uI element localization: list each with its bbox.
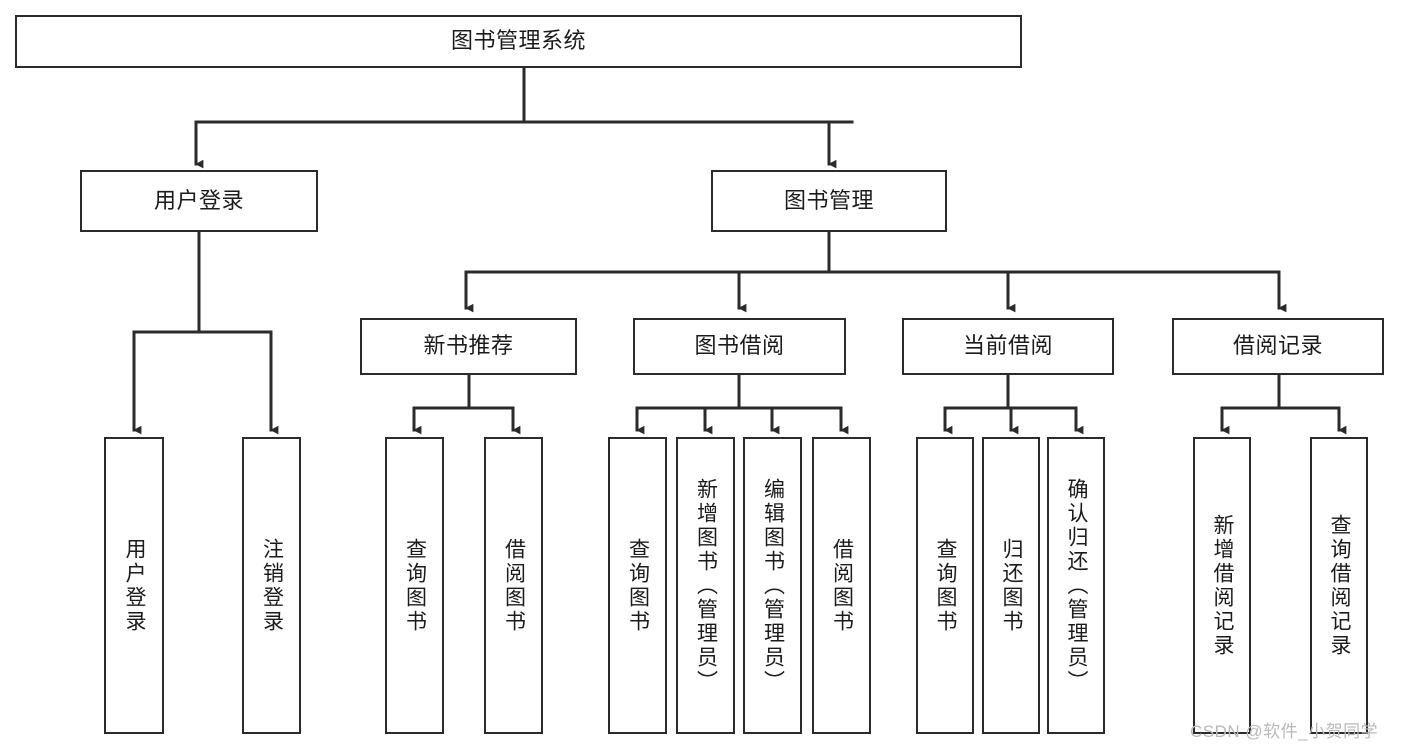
leaf-edit-book-admin[interactable]: 编辑图书（管理员） xyxy=(743,437,802,734)
node-current-borrow-label: 当前借阅 xyxy=(962,333,1053,359)
leaf-return-book-label: 归还图书 xyxy=(1000,537,1024,634)
leaf-user-login[interactable]: 用户登录 xyxy=(104,437,164,734)
leaf-query-borrow-record-label: 查询借阅记录 xyxy=(1328,513,1352,658)
leaf-add-borrow-record[interactable]: 新增借阅记录 xyxy=(1193,437,1251,734)
leaf-borrow-book-recommend-label: 借阅图书 xyxy=(502,537,526,634)
leaf-borrow-book-label: 借阅图书 xyxy=(830,537,854,634)
leaf-borrow-book[interactable]: 借阅图书 xyxy=(812,437,871,734)
leaf-add-borrow-record-label: 新增借阅记录 xyxy=(1211,513,1235,658)
leaf-logout-label: 注销登录 xyxy=(260,537,284,634)
leaf-add-book-admin[interactable]: 新增图书（管理员） xyxy=(676,437,735,734)
leaf-query-book-borrow-label: 查询图书 xyxy=(626,537,650,634)
node-user-login-label: 用户登录 xyxy=(153,187,244,213)
leaf-edit-book-admin-label: 编辑图书（管理员） xyxy=(761,477,785,694)
node-book-management[interactable]: 图书管理 xyxy=(711,170,947,232)
node-root-label: 图书管理系统 xyxy=(450,28,586,54)
node-current-borrow[interactable]: 当前借阅 xyxy=(902,318,1114,375)
node-borrow-records[interactable]: 借阅记录 xyxy=(1172,318,1384,375)
leaf-query-borrow-record[interactable]: 查询借阅记录 xyxy=(1310,437,1368,734)
node-user-login[interactable]: 用户登录 xyxy=(80,170,318,232)
node-book-borrow-label: 图书借阅 xyxy=(694,333,785,359)
node-new-book-recommend[interactable]: 新书推荐 xyxy=(360,318,577,375)
leaf-confirm-return-admin-label: 确认归还（管理员） xyxy=(1065,477,1089,694)
leaf-confirm-return-admin[interactable]: 确认归还（管理员） xyxy=(1047,437,1105,734)
node-root[interactable]: 图书管理系统 xyxy=(15,15,1022,68)
leaf-return-book[interactable]: 归还图书 xyxy=(982,437,1040,734)
node-borrow-records-label: 借阅记录 xyxy=(1232,333,1323,359)
leaf-query-book-borrow[interactable]: 查询图书 xyxy=(608,437,667,734)
leaf-query-book-recommend-label: 查询图书 xyxy=(403,537,427,634)
leaf-query-book-current-label: 查询图书 xyxy=(934,537,958,634)
node-book-borrow[interactable]: 图书借阅 xyxy=(633,318,846,375)
leaf-query-book-recommend[interactable]: 查询图书 xyxy=(385,437,444,734)
leaf-query-book-current[interactable]: 查询图书 xyxy=(916,437,974,734)
leaf-user-login-label: 用户登录 xyxy=(123,537,147,634)
node-book-management-label: 图书管理 xyxy=(783,187,874,213)
node-new-book-recommend-label: 新书推荐 xyxy=(423,333,514,359)
leaf-borrow-book-recommend[interactable]: 借阅图书 xyxy=(484,437,543,734)
leaf-logout[interactable]: 注销登录 xyxy=(242,437,301,734)
leaf-add-book-admin-label: 新增图书（管理员） xyxy=(694,477,718,694)
